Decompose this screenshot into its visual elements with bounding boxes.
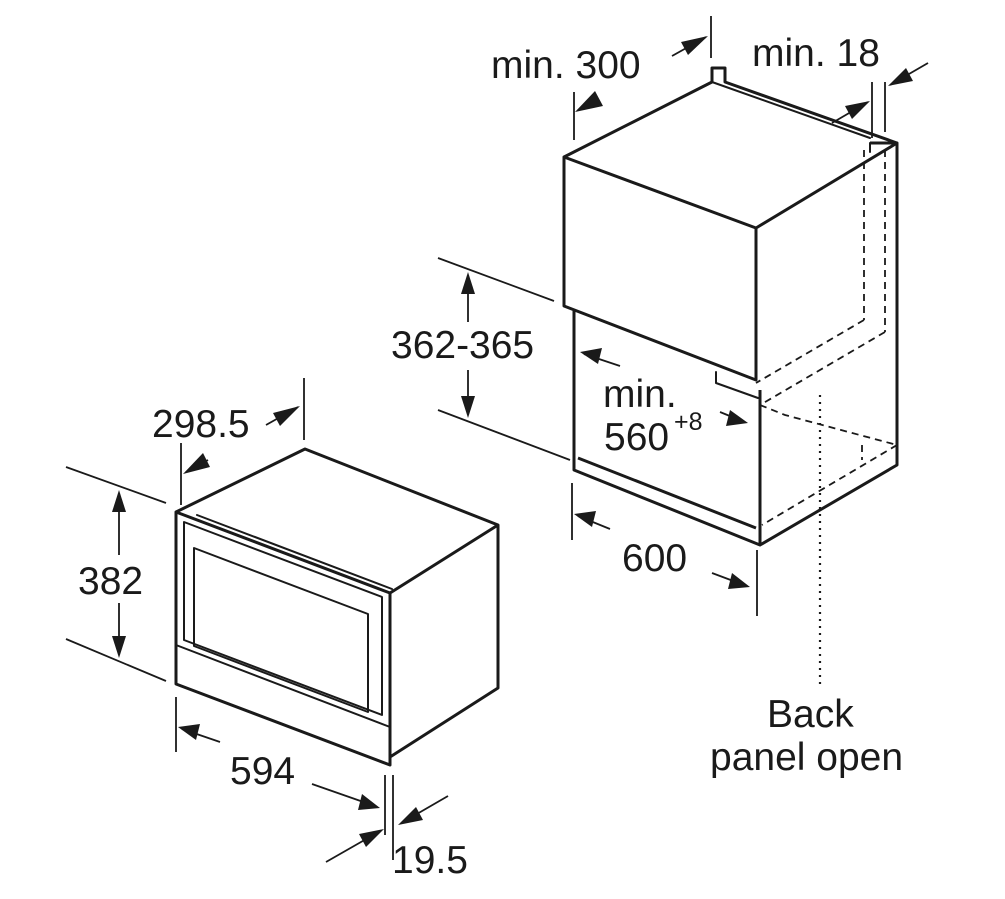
label-appliance-height: 382 [78, 560, 143, 603]
label-min-width-line1: min. [603, 373, 677, 416]
label-front-thickness: 19.5 [392, 839, 468, 882]
cabinet-dimensions [437, 16, 929, 616]
built-in-cabinet [562, 66, 899, 688]
label-min-width-tolerance: +8 [674, 408, 703, 436]
side-panel [759, 141, 899, 547]
appliance-door-window [193, 547, 369, 713]
label-cabinet-width: 600 [622, 537, 687, 580]
label-appliance-depth: 298.5 [152, 403, 250, 446]
label-min-depth: min. 300 [491, 44, 641, 87]
appliance-dimensions [65, 378, 449, 863]
niche-opening [572, 311, 762, 547]
label-height-range: 362-365 [391, 324, 534, 367]
label-back-line1: Back [767, 693, 854, 736]
label-min-width-line2: 560 [604, 416, 669, 459]
label-min-side: min. 18 [752, 32, 880, 75]
label-back-line2: panel open [710, 736, 903, 779]
upper-cabinet [562, 66, 898, 382]
appliance [174, 447, 500, 767]
dimension-labels: min. 300 min. 18 362-365 min. 560 +8 600… [78, 32, 903, 882]
hidden-lines [755, 150, 898, 526]
label-appliance-width: 594 [230, 750, 295, 793]
